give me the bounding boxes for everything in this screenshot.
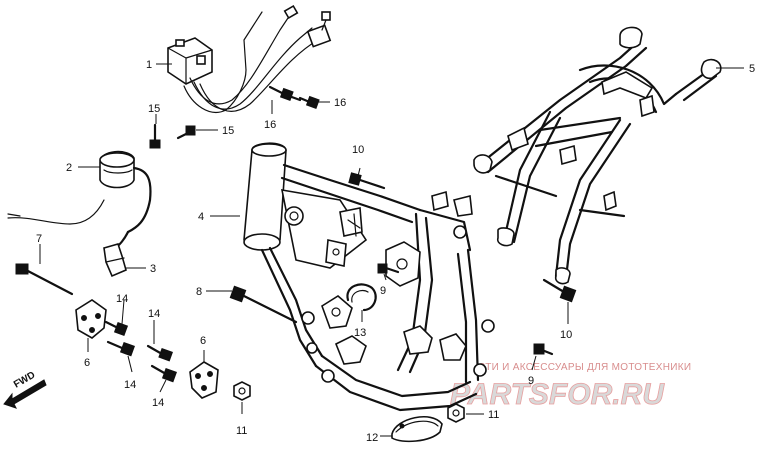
callout-5: 5	[749, 63, 755, 75]
part-nut-11-left	[233, 381, 251, 401]
callout-14-b: 14	[124, 379, 136, 391]
callout-14-d: 14	[152, 397, 164, 409]
callout-8: 8	[196, 286, 202, 298]
part-bolt-9-upper	[377, 263, 400, 274]
part-bolt-8	[229, 285, 298, 324]
part-clamp-13	[346, 283, 377, 312]
callout-12: 12	[366, 432, 378, 444]
callout-6-left: 6	[84, 357, 90, 369]
fwd-arrow: FWD	[3, 370, 47, 409]
callout-4: 4	[198, 211, 204, 223]
part-wire-7	[7, 199, 105, 225]
part-plug-cap	[103, 230, 130, 278]
part-bolts-14	[104, 320, 177, 383]
callout-6-right: 6	[200, 335, 206, 347]
callout-2: 2	[66, 162, 72, 174]
watermark-tagline: СТИ И АКСЕССУАРЫ ДЛЯ МОТОТЕХНИКИ	[478, 362, 691, 373]
part-bracket-6-right	[189, 361, 219, 399]
callout-3: 3	[150, 263, 156, 275]
part-bolt-16	[268, 85, 320, 110]
watermark-logo: PARTSFOR.RU	[450, 378, 665, 411]
part-bolt-10-upper	[348, 172, 386, 190]
part-ignition-coil	[99, 150, 152, 234]
part-bolt-7	[15, 263, 74, 296]
part-band-12	[391, 416, 443, 443]
callout-7: 7	[36, 233, 42, 245]
watermark: СТИ И АКСЕССУАРЫ ДЛЯ МОТОТЕХНИКИ PARTSFO…	[450, 362, 691, 411]
callout-16-a: 16	[264, 119, 276, 131]
part-bracket-6-left	[75, 299, 107, 339]
part-main-frame	[243, 142, 495, 412]
callout-15-a: 15	[148, 103, 160, 115]
callout-11-left: 11	[236, 425, 247, 437]
callout-14-c: 14	[148, 308, 160, 320]
part-sub-frame	[473, 26, 722, 285]
callout-10-upper: 10	[352, 144, 364, 156]
callout-15-b: 15	[222, 125, 234, 137]
callout-13: 13	[354, 327, 366, 339]
part-cdi-unit	[167, 4, 332, 113]
leader-lines	[39, 63, 744, 437]
callout-10-lower: 10	[560, 329, 572, 341]
part-bolt-9-lower	[533, 343, 554, 356]
part-bolt-10-lower	[542, 278, 577, 303]
callout-14-a: 14	[116, 293, 128, 305]
callout-9-upper: 9	[380, 285, 386, 297]
callout-1: 1	[146, 59, 152, 71]
callout-9-lower: 9	[528, 375, 534, 387]
part-screw-15	[149, 123, 196, 149]
callout-11-right: 11	[488, 409, 499, 421]
callout-labels: 1 2 3 4 5 6 6 7 8 9 9 10 10 11 11 12 13 …	[36, 59, 755, 444]
callout-16-b: 16	[334, 97, 346, 109]
part-nut-11-right	[447, 403, 465, 423]
